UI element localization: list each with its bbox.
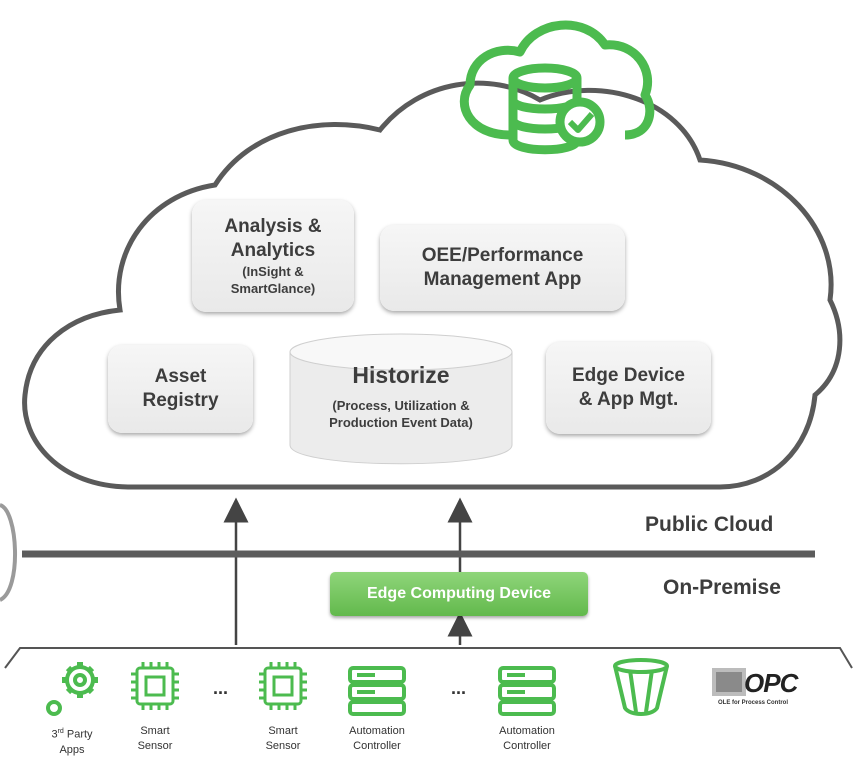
- analysis-line3: (InSight &: [242, 264, 304, 279]
- sensor2-line1: Smart: [268, 725, 298, 737]
- asset-registry-box: Asset Registry: [108, 345, 253, 433]
- historize-box: Historize (Process, Utilization & Produc…: [290, 362, 512, 457]
- opc-logo-text: OPC: [744, 668, 798, 698]
- sensor1-line2: Sensor: [137, 740, 173, 752]
- controller1-line2: Controller: [353, 740, 401, 752]
- apps-label-num: 3: [51, 728, 58, 741]
- sensor-drum-icon: [613, 658, 669, 716]
- edge-mgmt-line2: & App Mgt.: [578, 389, 679, 410]
- controller-icon: [348, 666, 406, 716]
- oee-line2: Management App: [423, 269, 582, 290]
- opc-tagline: OLE for Process Control: [718, 700, 789, 706]
- controller-icon: [498, 666, 556, 716]
- historize-title: Historize: [352, 362, 450, 388]
- controller2-line1: Automation: [499, 725, 555, 737]
- asset-line2: Registry: [142, 390, 219, 411]
- sensor2-line2: Sensor: [265, 740, 301, 752]
- historize-line1: (Process, Utilization &: [332, 398, 470, 413]
- chip-icon: [131, 662, 179, 710]
- sensor1-line1: Smart: [140, 725, 170, 737]
- analysis-box: Analysis & Analytics (InSight & SmartGla…: [192, 200, 354, 312]
- device-label-sensor-1: Smart Sensor: [105, 724, 205, 754]
- zone-public-cloud: Public Cloud: [645, 513, 774, 536]
- controller1-line1: Automation: [349, 725, 405, 737]
- edge-mgmt-line1: Edge Device: [572, 365, 685, 386]
- analysis-line4: SmartGlance): [230, 281, 316, 296]
- cloud-database-icon: [459, 20, 655, 155]
- oee-line1: OEE/Performance: [421, 245, 584, 266]
- device-label-sensor-2: Smart Sensor: [233, 724, 333, 754]
- edge-mgmt-box: Edge Device & App Mgt.: [546, 342, 711, 434]
- opc-logo-icon: [712, 668, 746, 696]
- gears-icon: [46, 662, 98, 716]
- analysis-line2: Analytics: [230, 240, 316, 261]
- partial-cloud-edge: [0, 503, 17, 602]
- historize-cylinder: [289, 333, 513, 465]
- ellipsis-sensors: ...: [213, 678, 229, 698]
- controller2-line2: Controller: [503, 740, 551, 752]
- oee-box: OEE/Performance Management App: [380, 225, 625, 311]
- ellipsis-controllers: ...: [451, 678, 467, 698]
- device-label-controller-2: Automation Controller: [477, 724, 577, 754]
- analysis-line1: Analysis &: [224, 216, 322, 237]
- asset-line1: Asset: [154, 366, 207, 387]
- historize-line2: Production Event Data): [329, 415, 473, 430]
- device-bracket: [4, 647, 853, 669]
- device-label-apps: 3rd Party Apps: [22, 724, 122, 758]
- chip-icon: [259, 662, 307, 710]
- zone-on-premise: On-Premise: [663, 576, 781, 599]
- apps-label-line2: Apps: [59, 743, 85, 756]
- edge-computing-device: Edge Computing Device: [330, 572, 588, 616]
- apps-label-sup: rd: [57, 728, 64, 735]
- apps-label-party: Party: [63, 728, 93, 741]
- device-label-controller-1: Automation Controller: [327, 724, 427, 754]
